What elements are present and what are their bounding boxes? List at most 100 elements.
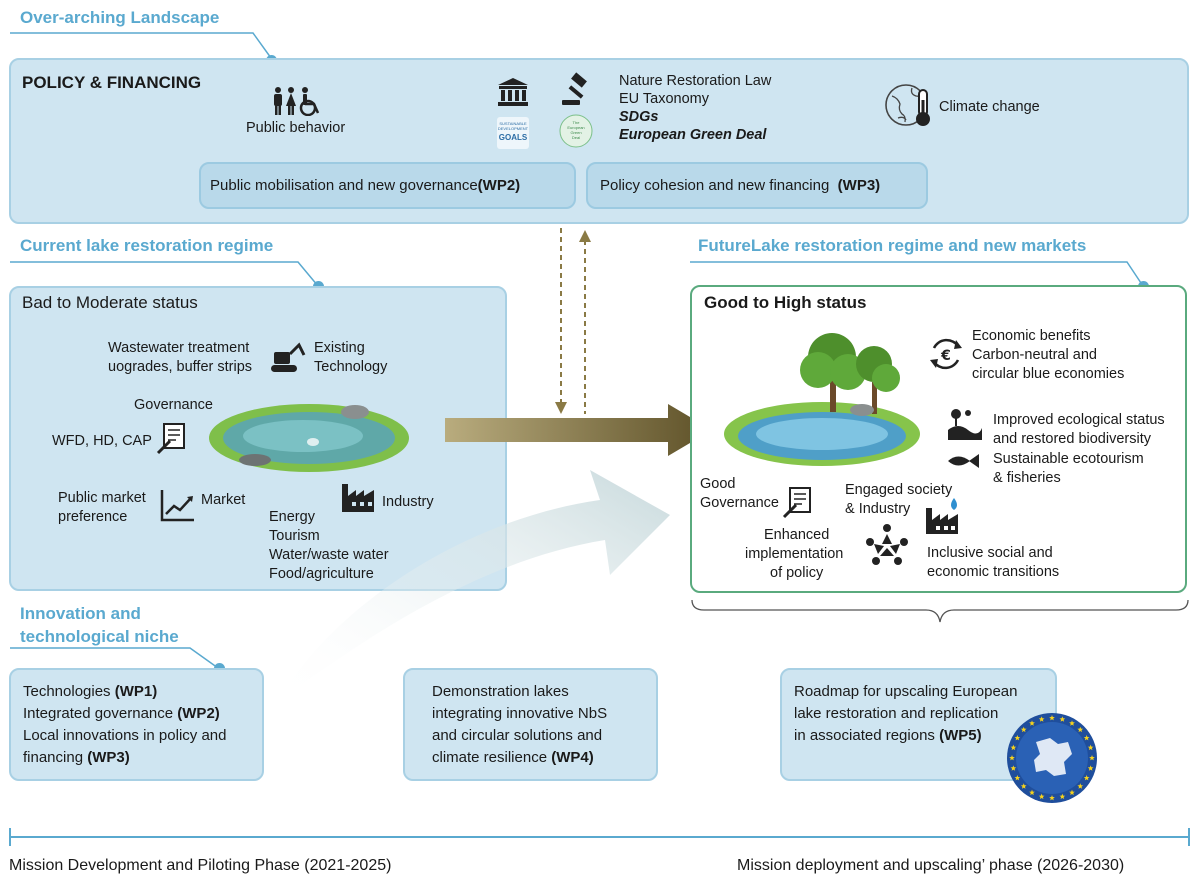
current-connector <box>10 261 319 287</box>
wp2-box-wp: (WP2) <box>477 177 521 194</box>
wp-box-innovation: Technologies (WP1) Integrated governance… <box>9 668 264 781</box>
eu-star <box>1069 720 1075 726</box>
public-market-2: preference <box>58 509 128 525</box>
public-behavior-label: Public behavior <box>246 120 346 136</box>
wp2-tag: (WP2) <box>177 705 220 722</box>
wp3-text-b: financing <box>23 749 88 766</box>
eu-star <box>1010 765 1017 771</box>
wp3-box: Policy cohesion and new financing (WP3) <box>586 162 928 209</box>
future-connector <box>690 261 1144 287</box>
ecological-1: Improved ecological status <box>993 412 1165 428</box>
wp3-tag: (WP3) <box>87 749 130 766</box>
wp3-box-text: Policy cohesion and new financing <box>600 177 830 194</box>
eu-star <box>1069 789 1075 796</box>
sector-2: Tourism <box>269 528 320 544</box>
wp4-line-2: integrating innovative NbS <box>432 705 608 722</box>
eu-star <box>1077 726 1084 733</box>
directives-label: WFD, HD, CAP <box>52 433 152 449</box>
inclusive-1: Inclusive social and <box>927 545 1053 561</box>
current-title: Current lake restoration regime <box>20 236 274 255</box>
clean-lake-illustration <box>724 333 920 466</box>
wp5-line-1: Roadmap for upscaling European <box>794 683 1018 700</box>
wp1-tag: (WP1) <box>114 683 158 700</box>
wp5-tag: (WP5) <box>939 727 982 744</box>
phase-1-label: Mission Development and Piloting Phase (… <box>9 857 392 874</box>
chart-icon <box>160 490 194 522</box>
wastewater-line-1: Wastewater treatment <box>108 340 250 356</box>
enhanced-1: Enhanced <box>764 527 830 543</box>
svg-text:€: € <box>940 348 951 364</box>
eu-star <box>1020 783 1027 789</box>
wp1-text: Technologies <box>23 683 115 700</box>
wp-box-innovation-line-2: Integrated governance (WP2) <box>23 703 250 725</box>
eu-star <box>1083 775 1090 781</box>
eu-star <box>1077 783 1084 789</box>
niche-connector <box>10 647 219 669</box>
timeline-line <box>9 828 1190 846</box>
industry-label: Industry <box>382 494 434 510</box>
handshake-people-icon <box>866 524 908 565</box>
document-pen-icon <box>156 423 185 455</box>
eu-star <box>1089 755 1095 761</box>
wp3-box-wp: (WP3) <box>837 177 881 194</box>
eu-star <box>1014 735 1021 741</box>
sector-1: Energy <box>269 509 315 525</box>
existing-tech-1: Existing <box>314 340 365 356</box>
wp2-box-text: Public mobilisation and new governance <box>210 177 478 194</box>
niche-title-2: technological niche <box>20 627 179 646</box>
eu-star <box>1038 716 1045 722</box>
gavel-icon <box>562 72 587 105</box>
economic-1: Economic benefits <box>972 328 1091 344</box>
sdg-logo <box>497 117 529 149</box>
transition-arrow <box>445 404 712 456</box>
wp2-text: Integrated governance <box>23 705 178 722</box>
landscape-title: Over-arching Landscape <box>20 8 220 27</box>
climate-change-label: Climate change <box>939 99 1040 115</box>
wp-box-innovation-line-3: Local innovations in policy and <box>23 725 250 747</box>
law-1: Nature Restoration Law <box>619 73 772 89</box>
market-label: Market <box>201 492 246 508</box>
ecotourism-2: & fisheries <box>993 470 1061 486</box>
existing-tech-2: Technology <box>314 359 388 375</box>
wp3-text-a: Local innovations in policy and <box>23 727 227 744</box>
engaged-2: & Industry <box>845 501 911 517</box>
phase-brace <box>691 599 1189 623</box>
law-4: European Green Deal <box>619 127 767 143</box>
eu-star <box>1029 789 1035 796</box>
enhanced-3: of policy <box>770 565 824 581</box>
ecotourism-1: Sustainable ecotourism <box>993 451 1144 467</box>
wp4-line-4: climate resilience (WP4) <box>432 747 644 769</box>
excavator-icon <box>271 342 306 372</box>
economic-3: circular blue economies <box>972 366 1125 382</box>
future-title: FutureLake restoration regime and new ma… <box>698 236 1087 255</box>
landscape-connector <box>10 32 272 59</box>
wp-box-innovation-line-1: Technologies (WP1) <box>23 681 250 703</box>
ecological-2: and restored biodiversity <box>993 431 1151 447</box>
good-governance-1: Good <box>700 476 736 492</box>
enhanced-2: implementation <box>745 546 844 562</box>
green-deal-text-1: The <box>572 120 580 125</box>
innovation-curve-arrow <box>275 470 670 705</box>
phase-2-label: Mission deployment and upscaling’ phase … <box>737 857 1125 874</box>
factory-icon <box>342 484 374 512</box>
eu-star <box>1014 775 1021 781</box>
engaged-1: Engaged society <box>845 482 953 498</box>
eu-star <box>1049 795 1055 801</box>
green-deal-text-3: Green <box>570 130 582 135</box>
wp4-line-3: and circular solutions and <box>432 727 603 744</box>
murky-lake-illustration <box>209 404 409 472</box>
euro-cycle-icon: € <box>930 338 962 370</box>
law-2: EU Taxonomy <box>619 91 709 107</box>
wp-box-demonstration: Demonstration lakes integrating innovati… <box>403 668 658 781</box>
factory-water-icon <box>926 498 958 534</box>
governance-label: Governance <box>134 397 213 413</box>
document-pen-icon <box>782 487 811 519</box>
eu-stars-icon <box>1007 713 1097 803</box>
wp5-text: in associated regions <box>794 727 940 744</box>
eu-star <box>1020 726 1027 733</box>
sector-3: Water/waste water <box>269 547 389 563</box>
sector-4: Food/agriculture <box>269 566 374 582</box>
green-deal-text-4: Deal <box>571 135 581 140</box>
eu-star <box>1059 793 1066 800</box>
ecosystem-icon <box>948 409 982 440</box>
